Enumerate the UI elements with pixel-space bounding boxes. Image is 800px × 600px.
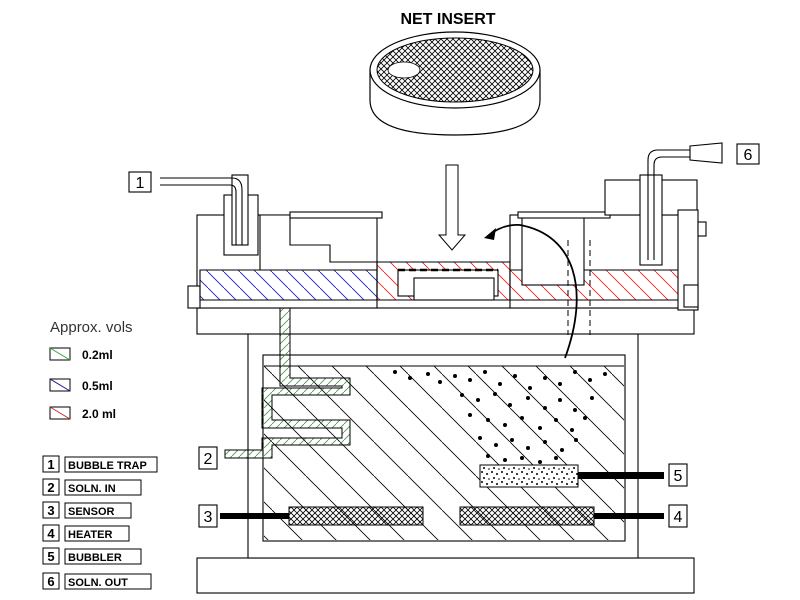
down-arrow-icon [437, 164, 467, 251]
svg-text:2: 2 [47, 480, 54, 495]
bubble-zone [393, 370, 607, 464]
sensor [288, 506, 424, 526]
svg-text:BUBBLE TRAP: BUBBLE TRAP [68, 460, 147, 472]
bubbler-lead [578, 472, 664, 479]
svg-text:5: 5 [674, 468, 683, 485]
svg-text:BUBBLER: BUBBLER [68, 552, 122, 564]
key-item-sensor: 3 SENSOR [42, 501, 132, 519]
outlet-tubes [567, 240, 591, 335]
net-insert-drawing [369, 31, 541, 136]
svg-text:HEATER: HEATER [68, 529, 112, 541]
volume-item-0.5ml: 0.5ml [49, 378, 113, 393]
callout-5: 5 [668, 463, 688, 487]
key-item-heater: 4 HEATER [42, 524, 130, 542]
svg-text:6: 6 [744, 147, 753, 164]
callout-4: 4 [668, 504, 688, 528]
svg-text:SENSOR: SENSOR [68, 506, 115, 518]
svg-text:SOLN. IN: SOLN. IN [68, 483, 116, 495]
callout-6: 6 [736, 143, 760, 165]
svg-text:1: 1 [136, 175, 145, 192]
key-item-bubbler: 5 BUBBLER [42, 547, 142, 565]
sensor-lead [220, 513, 289, 519]
callout-1: 1 [128, 171, 152, 193]
svg-text:3: 3 [47, 503, 54, 518]
key-item-soln-out: 6 SOLN. OUT [42, 572, 152, 590]
pipe-bubble-trap [160, 177, 243, 245]
key-item-bubble-trap: 1 BUBBLE TRAP [42, 455, 158, 473]
heater-lead [594, 513, 664, 519]
outlet-arrow [484, 224, 578, 359]
volumes-heading: Approx. vols [50, 319, 133, 336]
svg-text:2.0 ml: 2.0 ml [82, 407, 116, 421]
heater [459, 506, 595, 526]
key-item-soln-in: 2 SOLN. IN [42, 478, 142, 496]
volume-item-0.2ml: 0.2ml [49, 347, 113, 362]
volume-item-2.0ml: 2.0 ml [49, 406, 116, 421]
net-insert-title: NET INSERT [400, 11, 495, 28]
svg-text:2: 2 [204, 451, 213, 468]
svg-text:3: 3 [204, 509, 213, 526]
svg-text:4: 4 [47, 526, 55, 541]
callout-3: 3 [198, 504, 218, 528]
bubbler [479, 464, 579, 488]
svg-text:0.5ml: 0.5ml [82, 379, 113, 393]
upper-assembly [187, 174, 707, 311]
inlet-channel [224, 307, 351, 459]
svg-text:0.2ml: 0.2ml [82, 348, 113, 362]
svg-text:4: 4 [674, 509, 683, 526]
svg-text:6: 6 [47, 574, 54, 589]
svg-text:5: 5 [47, 549, 54, 564]
pipe-soln-out [647, 142, 723, 260]
svg-text:SOLN. OUT: SOLN. OUT [68, 577, 128, 589]
callout-2: 2 [198, 446, 218, 470]
svg-text:1: 1 [47, 457, 54, 472]
